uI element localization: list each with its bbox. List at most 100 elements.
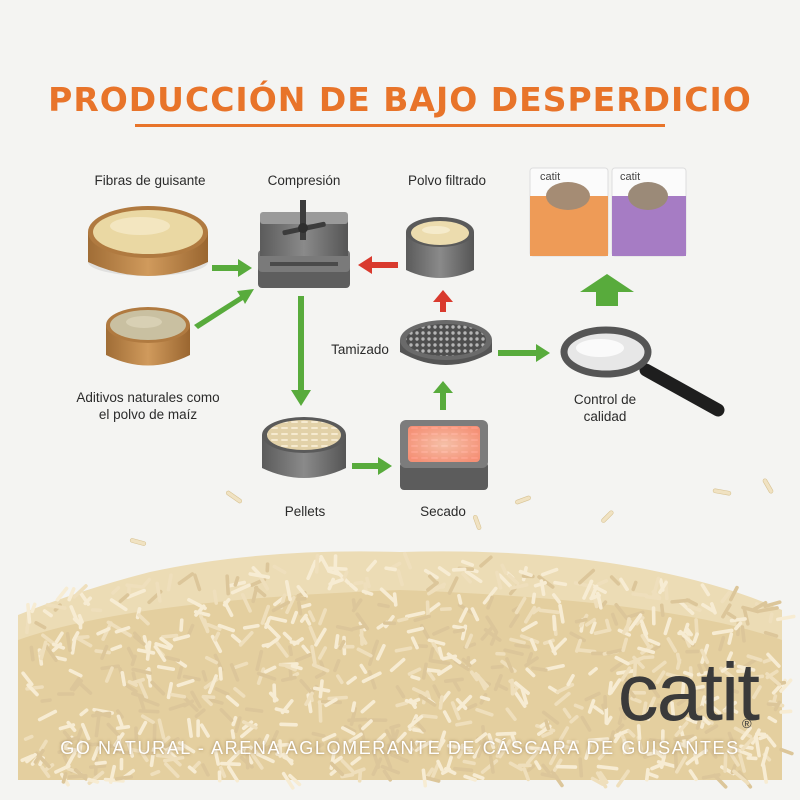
pile-pellet [746,756,758,761]
pile-pellet [538,608,560,615]
label-fibras: Fibras de guisante [94,173,206,188]
pile-pellet [704,700,722,715]
pile-pellet [541,710,560,725]
pile-pellet [328,577,344,586]
pile-pellet [630,696,642,704]
pile-pellet [464,633,474,649]
pile-pellet [351,598,357,611]
pile-pellet [114,625,131,634]
pile-pellet [241,720,258,730]
pile-pellet [703,662,716,681]
pile-pellet [365,576,371,589]
pile-pellet [423,568,439,580]
pile-pellet [651,590,662,600]
pile-pellet [318,701,323,723]
pile-pellet [329,761,345,777]
pile-pellet [390,753,409,763]
pile-pellet [424,667,441,674]
pile-pellet [587,699,596,714]
pile-pellet [87,777,100,784]
pile-pellet [727,749,740,767]
pile-pellet [111,586,121,595]
pile-pellet [294,652,313,663]
pile-pellet [69,676,81,691]
pile-pellet [569,631,586,643]
pile-pellet [414,739,433,752]
pile-pellet [144,751,156,756]
pile-pellet [207,697,224,705]
pack-logo-right: catit [620,171,641,183]
pile-pellet [463,774,477,782]
pile-pellet [106,620,123,632]
pile-pellet [469,670,479,682]
pile-pellet [166,573,173,592]
pile-pellet [73,768,88,781]
pile-pellet [450,701,461,721]
pile-pellet [94,715,101,738]
pile-pellet [755,732,767,737]
pile-pellet [465,703,478,711]
pile-pellet [361,671,382,684]
pile-pellet [524,656,539,668]
pile-pellet [673,734,695,741]
pile-pellet [531,666,548,672]
pile-pellet [229,663,240,682]
pile-pellet [776,614,796,622]
pile-pellet [584,617,597,627]
pile-pellet [687,604,702,612]
pile-pellet [752,601,768,612]
pile-pellet [608,730,616,745]
pile-pellet [595,591,603,610]
pile-pellet [688,769,698,782]
pile-pellet [451,567,467,572]
pile-pellet [190,690,202,709]
pile-pellet [666,637,678,653]
pile-pellet [45,603,67,610]
pile-pellet [494,738,505,745]
pile-pellet [115,709,124,719]
pile-pellet [480,625,494,641]
pile-pellet [526,764,536,772]
pile-pellet [639,619,649,636]
pile-pellet [126,740,135,758]
pile-pellet [427,602,441,614]
pile-pellet [359,663,368,674]
pile-pellet [711,628,734,636]
pile-pellet [319,554,331,573]
pile-pellet [261,642,272,648]
pile-pellet [646,750,662,756]
pile-pellet [695,720,702,730]
pile-pellet [396,569,404,587]
pile-pellet [453,766,474,773]
pile-pellet [154,642,172,651]
pile-pellet [452,628,465,634]
pile-pellet [270,730,279,745]
pile-pellet [37,709,58,722]
pile-pellet [763,600,782,609]
pile-pellet [255,752,275,764]
pile-pellet [120,671,127,687]
pile-pellet [421,768,428,788]
pile-pellet [353,580,364,586]
pile-pellet [66,720,77,733]
corn-additives-bowl [106,307,190,366]
pile-pellet [541,730,554,738]
pile-pellet [443,677,464,684]
pile-pellet [138,681,149,700]
pile-pellet [361,589,374,596]
pile-pellet [720,590,732,604]
tagline: GO NATURAL - ARENA AGLOMERANTE DE CÁSCAR… [60,738,740,758]
pile-pellet [129,747,149,755]
pile-pellet [758,734,769,741]
pile-pellet [680,680,686,697]
drying-tray [400,420,488,490]
pile-pellet [398,739,404,754]
pile-pellet [643,655,655,660]
pile-pellet [357,770,363,783]
arrow-compresion-to-pellets [291,296,311,406]
scattered-pellets [129,478,774,546]
pile-pellet [137,613,150,626]
pile-pellet [396,731,407,743]
pile-pellet [685,598,698,607]
pile-pellet [42,609,53,618]
